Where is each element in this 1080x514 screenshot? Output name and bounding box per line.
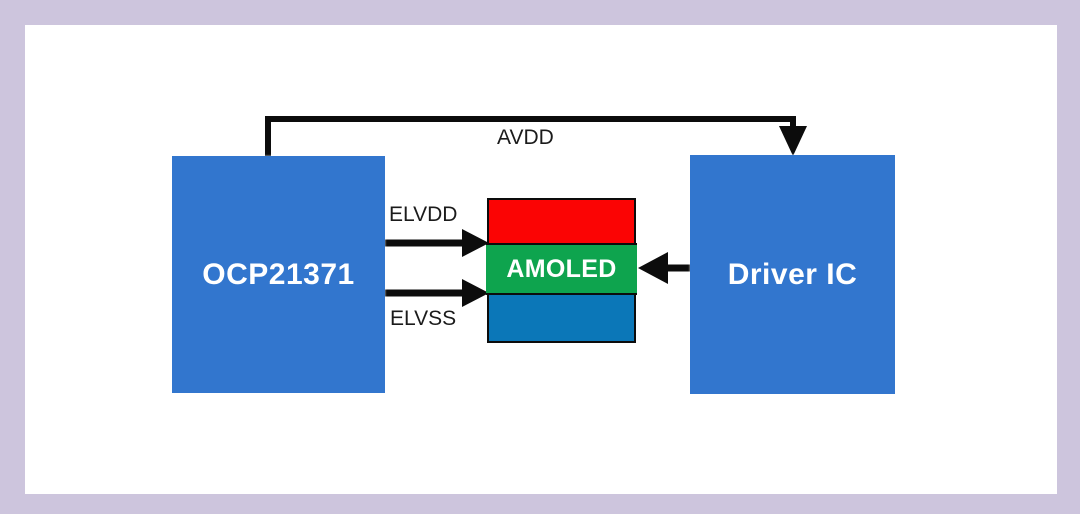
block-ocp21371[interactable]: OCP21371 bbox=[172, 156, 385, 393]
driver-to-amoled-connector bbox=[638, 252, 690, 284]
block-ocp21371-label: OCP21371 bbox=[202, 257, 355, 291]
amoled-panel-stack[interactable]: AMOLED bbox=[486, 198, 637, 343]
avdd-connector bbox=[265, 116, 807, 156]
block-driver-ic[interactable]: Driver IC bbox=[690, 155, 895, 394]
elvdd-signal-label: ELVDD bbox=[389, 203, 458, 226]
green-subpixel-band: AMOLED bbox=[486, 243, 637, 295]
block-driver-ic-label: Driver IC bbox=[727, 257, 858, 291]
blue-subpixel-band bbox=[487, 293, 636, 343]
elvss-signal-label: ELVSS bbox=[390, 307, 457, 330]
elvss-connector bbox=[385, 279, 489, 307]
elvdd-connector bbox=[385, 229, 489, 257]
avdd-signal-label: AVDD bbox=[497, 126, 554, 149]
red-subpixel-band bbox=[487, 198, 636, 245]
amoled-label: AMOLED bbox=[506, 254, 617, 283]
